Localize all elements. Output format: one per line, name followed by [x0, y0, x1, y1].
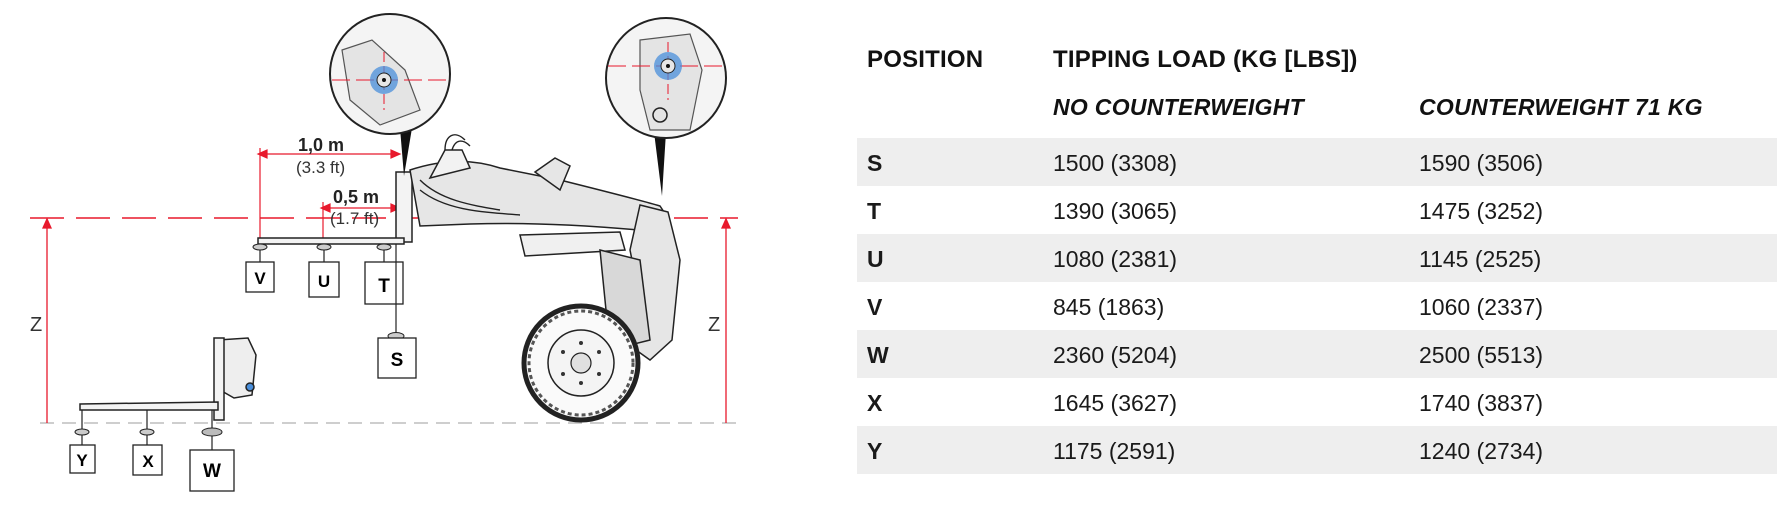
row-no-counterweight-value: 1080 (2381)	[1053, 246, 1178, 272]
height-label-left: Z	[30, 314, 42, 336]
subheader-counterweight: COUNTERWEIGHT 71 KG	[1419, 94, 1703, 120]
tipping-load-table: POSITION TIPPING LOAD (KG [LBS]) NO COUN…	[857, 38, 1777, 474]
table-row: U 1080 (2381) 1145 (2525)	[857, 234, 1777, 282]
row-position: T	[867, 198, 882, 224]
row-counterweight-value: 2500 (5513)	[1419, 342, 1544, 368]
position-marker-u: U	[308, 243, 340, 298]
position-marker-s: S	[377, 244, 417, 379]
lowered-fork	[79, 337, 257, 421]
position-label-u: U	[318, 272, 330, 291]
row-counterweight-value: 1240 (2734)	[1419, 438, 1544, 464]
wheel	[521, 303, 641, 423]
height-arrow-right	[720, 217, 732, 423]
row-no-counterweight-value: 2360 (5204)	[1053, 342, 1178, 368]
dim-1m-imperial: (3.3 ft)	[296, 158, 345, 177]
position-label-w: W	[203, 461, 221, 482]
row-counterweight-value: 1740 (3837)	[1419, 390, 1544, 416]
tipping-load-diagram: Z Z 1,0 m (3.3 ft) 0,5 m (1.7 ft)	[30, 13, 738, 492]
position-label-v: V	[254, 269, 266, 288]
row-position: Y	[867, 438, 883, 464]
position-marker-w: W	[189, 410, 235, 492]
position-marker-x: X	[132, 410, 163, 476]
row-position: S	[867, 150, 883, 176]
height-arrow-left	[41, 217, 53, 423]
table-header-row: POSITION TIPPING LOAD (KG [LBS])	[857, 38, 1777, 94]
row-position: W	[867, 342, 889, 368]
row-no-counterweight-value: 1390 (3065)	[1053, 198, 1178, 224]
row-no-counterweight-value: 845 (1863)	[1053, 294, 1165, 320]
row-counterweight-value: 1590 (3506)	[1419, 150, 1544, 176]
position-marker-t: T	[364, 243, 404, 305]
dim-0-5m-metric: 0,5 m	[333, 187, 379, 207]
table-row: V 845 (1863) 1060 (2337)	[857, 282, 1777, 330]
row-no-counterweight-value: 1645 (3627)	[1053, 390, 1178, 416]
position-label-x: X	[142, 452, 154, 471]
subheader-no-counterweight: NO COUNTERWEIGHT	[1053, 94, 1304, 120]
header-position: POSITION	[867, 46, 984, 73]
table-row: X 1645 (3627) 1740 (3837)	[857, 378, 1777, 426]
position-label-t: T	[378, 276, 390, 297]
table-subheader-row: NO COUNTERWEIGHT COUNTERWEIGHT 71 KG	[857, 94, 1777, 138]
dimension-1m	[256, 148, 402, 240]
table-row: T 1390 (3065) 1475 (3252)	[857, 186, 1777, 234]
row-no-counterweight-value: 1175 (2591)	[1053, 438, 1176, 464]
dim-0-5m-imperial: (1.7 ft)	[330, 209, 379, 228]
machine-body	[409, 149, 681, 361]
dim-1m-metric: 1,0 m	[298, 135, 344, 155]
position-label-y: Y	[76, 451, 88, 470]
height-label-right: Z	[708, 314, 720, 336]
position-marker-y: Y	[69, 410, 96, 474]
row-position: V	[867, 294, 883, 320]
row-counterweight-value: 1145 (2525)	[1419, 246, 1542, 272]
table-row: W 2360 (5204) 2500 (5513)	[857, 330, 1777, 378]
row-no-counterweight-value: 1500 (3308)	[1053, 150, 1178, 176]
row-position: U	[867, 246, 884, 272]
detail-callout-pin-right	[605, 17, 727, 196]
detail-callout-pin-left	[329, 13, 451, 176]
header-tipping-load: TIPPING LOAD (KG [LBS])	[1053, 46, 1358, 73]
raised-fork	[257, 171, 413, 245]
hydraulic-hoses	[419, 134, 521, 216]
row-counterweight-value: 1475 (3252)	[1419, 198, 1544, 224]
position-marker-v: V	[245, 243, 275, 293]
row-counterweight-value: 1060 (2337)	[1419, 294, 1544, 320]
table-row: Y 1175 (2591) 1240 (2734)	[857, 426, 1777, 474]
position-label-s: S	[391, 350, 404, 371]
table-row: S 1500 (3308) 1590 (3506)	[857, 138, 1777, 186]
row-position: X	[867, 390, 883, 416]
